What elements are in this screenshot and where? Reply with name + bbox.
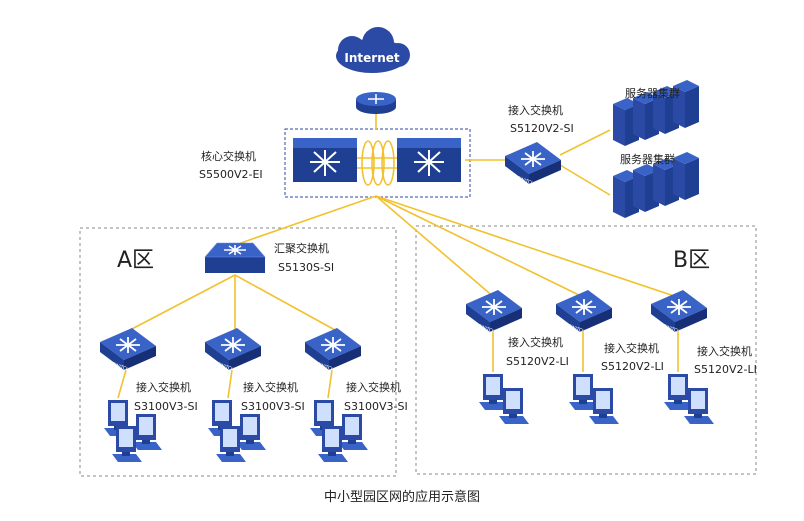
access-top-title: 接入交换机 <box>508 104 563 117</box>
figure-caption: 中小型园区网的应用示意图 <box>323 490 480 505</box>
access-switch-icon <box>504 141 562 188</box>
server-cluster-label: 服务器集群 <box>625 87 680 100</box>
zone-a-switch-model: S3100V3-SI <box>134 400 198 413</box>
access-switch-icon <box>650 289 708 336</box>
zone-b-frame <box>415 225 757 475</box>
zone-a-frame <box>79 227 397 477</box>
pc-group-icon <box>664 374 714 424</box>
zone-a-title: A区 <box>117 248 155 273</box>
zone-a-switch-model: S3100V3-SI <box>344 400 408 413</box>
zone-a-switch-title: 接入交换机 <box>346 381 401 394</box>
zone-b-title: B区 <box>673 248 711 273</box>
access-switch-icon <box>304 327 362 374</box>
aggregation-title: 汇聚交换机 <box>274 242 329 255</box>
internet-label: Internet <box>344 51 399 65</box>
access-top-model: S5120V2-SI <box>510 122 574 135</box>
core-switch-icon <box>293 138 357 182</box>
zone-b-switch-title: 接入交换机 <box>508 336 563 349</box>
router-icon <box>356 92 396 114</box>
pc-group-icon <box>479 374 529 424</box>
access-switch-icon <box>555 289 613 336</box>
links <box>117 112 681 399</box>
access-switch-icon <box>99 327 157 374</box>
zone-b-switch-title: 接入交换机 <box>604 342 659 355</box>
zone-a-switch-title: 接入交换机 <box>136 381 191 394</box>
zone-a-switch-title: 接入交换机 <box>243 381 298 394</box>
zone-a-switch-model: S3100V3-SI <box>241 400 305 413</box>
core-model: S5500V2-EI <box>199 168 263 181</box>
aggregation-model: S5130S-SI <box>278 261 335 274</box>
cloud-icon: Internet <box>336 27 410 73</box>
access-switch-icon <box>204 327 262 374</box>
zone-b-switch-title: 接入交换机 <box>697 345 752 358</box>
zone-b-switch-model: S5120V2-LI <box>694 363 757 376</box>
zone-b-switch-model: S5120V2-LI <box>601 360 664 373</box>
server-cluster-label: 服务器集群 <box>620 153 675 166</box>
core-title: 核心交换机 <box>201 150 256 163</box>
zone-b-switch-model: S5120V2-LI <box>506 355 569 368</box>
aggregation-switch-icon <box>204 242 266 274</box>
core-switch-icon <box>397 138 461 182</box>
access-switch-icon <box>465 289 523 336</box>
pc-group-icon <box>569 374 619 424</box>
